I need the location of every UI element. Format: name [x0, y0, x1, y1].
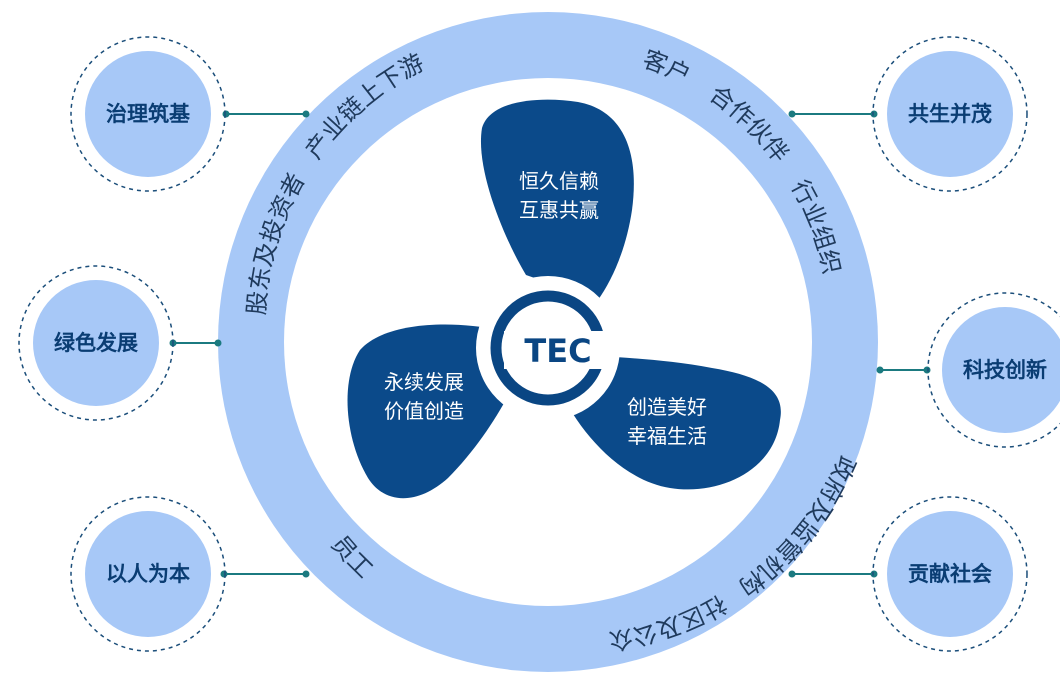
ring-dot: [788, 110, 796, 118]
node-dashed-ring: [927, 292, 1060, 448]
node-label-green: 绿色发展: [54, 331, 138, 355]
blade-left-line1: 永续发展: [384, 370, 464, 394]
node-circle: [887, 51, 1013, 177]
node-label-people: 以人为本: [106, 562, 190, 586]
connector-dot: [222, 110, 230, 118]
node-circle: [33, 280, 159, 406]
node-symbiosis: 共生并茂: [872, 36, 1028, 192]
ring-dot: [876, 366, 884, 374]
tec-logo: TEC: [476, 276, 620, 420]
blade-labels: 恒久信赖 互惠共赢 永续发展 价值创造 创造美好 幸福生活: [384, 169, 707, 448]
node-people: 以人为本: [70, 496, 226, 652]
blade-right: [560, 356, 781, 490]
node-innovation: 科技创新: [927, 292, 1060, 448]
node-society: 贡献社会: [872, 496, 1028, 652]
ring-dot: [214, 339, 222, 347]
blade-top: [480, 99, 634, 300]
node-dashed-ring: [18, 265, 174, 421]
propeller: [347, 99, 781, 499]
node-label-governance: 治理筑基: [106, 102, 191, 126]
connector-dot: [923, 366, 931, 374]
node-circle: [887, 511, 1013, 637]
node-label-innovation: 科技创新: [963, 358, 1047, 382]
node-label-symbiosis: 共生并茂: [908, 102, 992, 126]
ring-dot: [302, 570, 310, 578]
blade-top-line2: 互惠共赢: [519, 198, 599, 222]
connector-dot: [220, 570, 228, 578]
node-dashed-ring: [872, 36, 1028, 192]
node-dashed-ring: [70, 36, 226, 192]
ring-dot: [788, 570, 796, 578]
node-dashed-ring: [70, 496, 226, 652]
node-green: 绿色发展: [18, 265, 174, 421]
logo-text: TEC: [524, 332, 591, 370]
blade-left: [347, 324, 516, 499]
ring-dot: [302, 110, 310, 118]
connector-dot: [870, 570, 878, 578]
node-circle: [85, 51, 211, 177]
blade-left-line2: 价值创造: [384, 399, 464, 423]
logo-band: [504, 331, 614, 369]
node-circle: [85, 511, 211, 637]
blade-top-line1: 恒久信赖: [519, 169, 599, 193]
node-dashed-ring: [872, 496, 1028, 652]
connector-dot: [870, 110, 878, 118]
node-circle: [942, 307, 1060, 433]
blade-right-line2: 幸福生活: [627, 424, 707, 448]
node-label-society: 贡献社会: [908, 562, 992, 586]
node-governance: 治理筑基: [70, 36, 226, 192]
blade-right-line1: 创造美好: [627, 395, 707, 419]
